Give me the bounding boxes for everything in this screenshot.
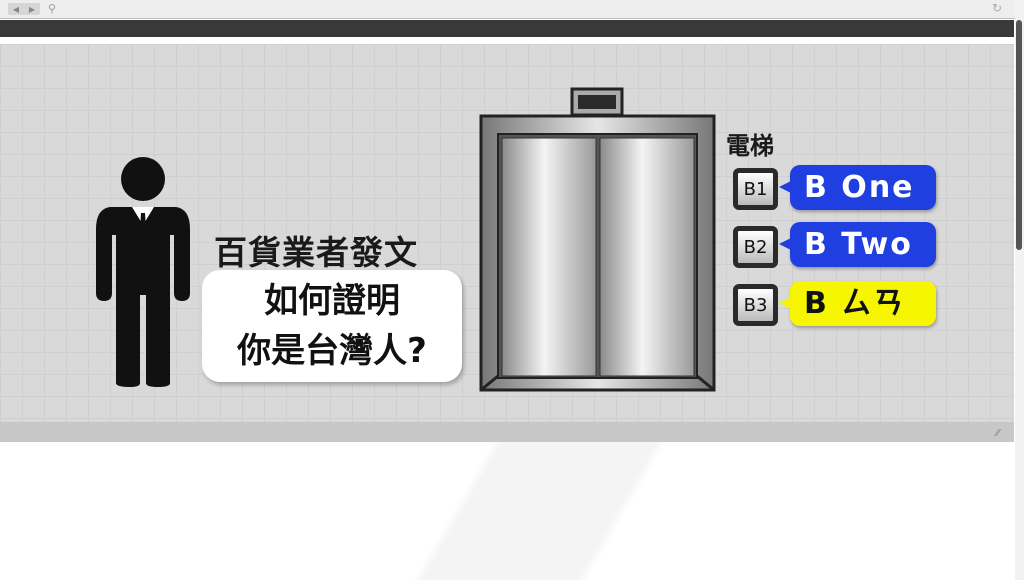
floor-button-b3[interactable]: B3 (733, 284, 778, 326)
floor-button-label: B2 (743, 236, 768, 258)
nav-buttons: ◀ ▶ (8, 3, 40, 15)
canvas-footer (0, 422, 1014, 442)
businessman-icon (96, 157, 190, 387)
bubble-line: 如何證明 (264, 281, 400, 321)
search-icon[interactable]: ⚲ (48, 2, 57, 15)
resize-grip-icon[interactable]: ⁄⁄ (996, 428, 1000, 439)
elevator-icon (479, 87, 716, 392)
elevator-label: 電梯 (726, 132, 774, 160)
speech-bubble: 如何證明 你是台灣人? (202, 270, 462, 382)
headline: 百貨業者發文 (214, 233, 418, 272)
floor-button-b2[interactable]: B2 (733, 226, 778, 268)
bubble-line: 你是台灣人? (237, 331, 427, 371)
browser-toolbar: ◀ ▶ ⚲ ↻ (0, 0, 1024, 19)
page-background (0, 442, 1014, 580)
floor-tag-b2: B Two (779, 222, 936, 267)
back-icon[interactable]: ◀ (12, 4, 20, 14)
refresh-icon[interactable]: ↻ (992, 1, 1003, 15)
floor-tag-b3: B ㄙㄢ (779, 281, 936, 326)
floor-tag-b1: B One (779, 165, 936, 210)
forward-icon[interactable]: ▶ (28, 4, 36, 14)
scrollbar-thumb[interactable] (1016, 20, 1022, 250)
floor-button-label: B1 (743, 178, 768, 200)
scrollbar[interactable] (1015, 0, 1024, 580)
floor-button-label: B3 (743, 294, 768, 316)
header-bar (0, 20, 1014, 37)
floor-button-b1[interactable]: B1 (733, 168, 778, 210)
